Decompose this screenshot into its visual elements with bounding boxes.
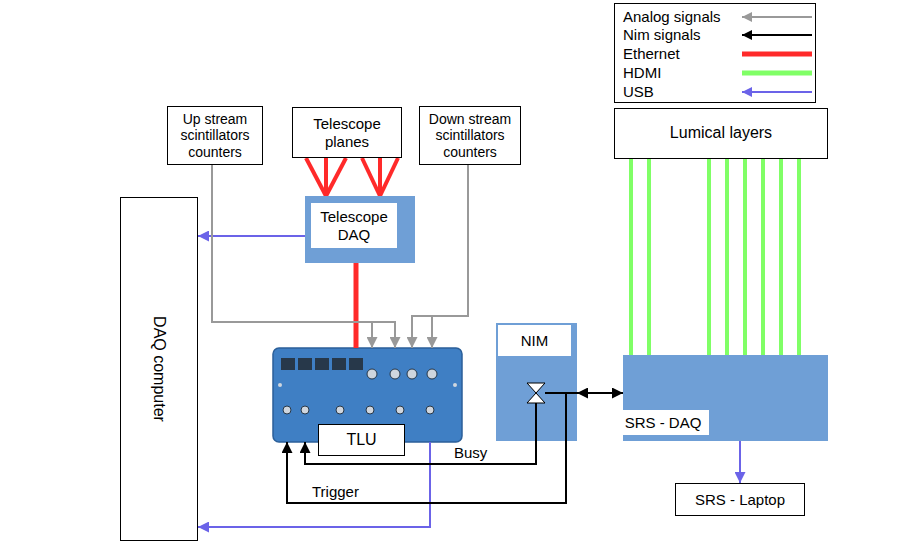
signal-line: [629, 159, 633, 355]
telescope-label: Telescope planes: [296, 115, 398, 150]
tlu-unit: TLU: [273, 348, 462, 442]
ethernet-sample: [742, 52, 812, 57]
signal-line: [380, 158, 398, 196]
lemo-port: [366, 406, 374, 414]
screw: [278, 383, 282, 387]
laptop-box: SRS - Laptop: [675, 483, 805, 516]
ethernet-port: [298, 358, 312, 370]
lemo-port: [336, 406, 344, 414]
signal-name: Busy: [452, 444, 489, 462]
signal-line: [743, 159, 747, 355]
signal-name: Trigger: [310, 483, 361, 501]
signal-line: [412, 165, 468, 348]
daq-block: Telescope DAQ: [305, 196, 415, 263]
signal-connector: [412, 165, 468, 348]
counter-box: Up stream scintillators counters: [167, 106, 263, 165]
detector-label: Lumical layers: [670, 124, 772, 142]
legend-samples: [742, 17, 812, 92]
signal-line: [372, 322, 395, 348]
signal-line: [725, 159, 729, 355]
screw: [453, 383, 457, 387]
tlu-label: TLU: [318, 424, 405, 456]
telescope-box: Telescope planes: [292, 107, 402, 158]
signal-connector: [577, 393, 623, 394]
ethernet-port: [332, 358, 346, 370]
signal-line: [779, 159, 783, 355]
counter-label: Down stream scintillators counters: [423, 111, 517, 159]
signal-line: [797, 159, 801, 355]
srs-label: SRS - DAQ: [617, 410, 709, 435]
laptop-label: SRS - Laptop: [695, 491, 785, 508]
nim-crate: NIM: [496, 323, 577, 441]
counter-box: Down stream scintillators counters: [419, 106, 521, 165]
detector-box: Lumical layers: [614, 108, 828, 159]
legend-text: USB: [623, 83, 654, 101]
computer-box: DAQ computer: [120, 197, 198, 541]
lemo-input: [407, 369, 417, 379]
signal-line: [647, 159, 651, 355]
lemo-input: [367, 369, 377, 379]
legend-text: HDMI: [623, 64, 661, 82]
signal-connector: [356, 263, 357, 348]
srs-block: SRS - DAQ: [623, 355, 828, 441]
analog-sample: [742, 16, 812, 18]
nim-wire: [565, 393, 567, 441]
lemo-input: [427, 369, 437, 379]
nim-wire: [535, 403, 537, 441]
lemo-port: [301, 406, 309, 414]
legend-text: Nim signals: [623, 26, 701, 44]
signal-line: [354, 263, 359, 348]
usb-port: [426, 406, 434, 414]
signal-line: [577, 392, 623, 394]
hdmi-sample: [742, 71, 812, 76]
signal-line: [362, 158, 380, 196]
signal-connector: [740, 441, 741, 483]
logic-gate-symbol: [527, 383, 545, 393]
nim-label: NIM: [498, 325, 571, 356]
signal-line: [326, 158, 346, 196]
signal-connector: [198, 236, 305, 237]
signal-line: [739, 441, 741, 483]
nim-wire: [545, 392, 577, 394]
signal-connector: [306, 158, 398, 196]
ethernet-port: [349, 358, 363, 370]
usb-sample: [742, 91, 812, 93]
signal-line: [306, 158, 326, 196]
signal-line: [761, 159, 765, 355]
ethernet-port: [281, 358, 295, 370]
counter-label: Up stream scintillators counters: [171, 111, 259, 159]
computer-label: DAQ computer: [150, 316, 168, 422]
ethernet-port: [315, 358, 329, 370]
lemo-port: [283, 406, 291, 414]
legend-text: Ethernet: [623, 45, 680, 63]
legend-box: Analog signalsNim signalsEthernetHDMIUSB: [614, 3, 816, 103]
signal-line: [707, 159, 711, 355]
legend-text: Analog signals: [623, 8, 721, 26]
lemo-input: [390, 369, 400, 379]
lemo-port: [396, 406, 404, 414]
signal-connector: [631, 159, 799, 355]
daq-label: Telescope DAQ: [311, 203, 397, 248]
nim-sample: [742, 34, 812, 36]
logic-gate-symbol: [527, 393, 545, 403]
signal-line: [198, 235, 305, 237]
signal-line: [431, 316, 433, 348]
